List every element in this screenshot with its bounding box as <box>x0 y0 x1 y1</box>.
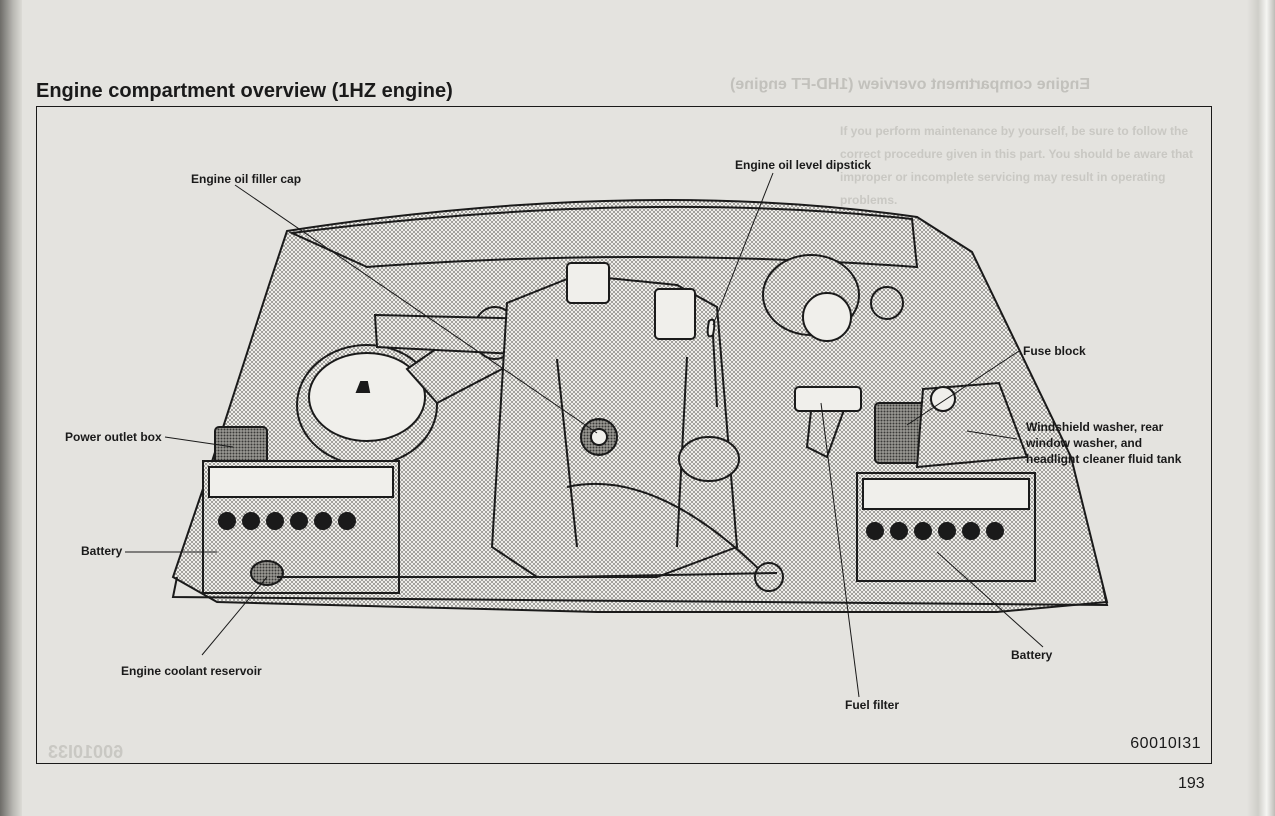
callout-power-outlet-box: Power outlet box <box>65 430 162 444</box>
callout-engine-oil-level-dipstick: Engine oil level dipstick <box>735 158 872 172</box>
callout-battery-left: Battery <box>81 544 123 558</box>
book-spine-shadow <box>0 0 22 816</box>
callout-fuel-filter: Fuel filter <box>845 698 900 712</box>
engine-block <box>490 273 739 578</box>
engine-illustration <box>125 172 1109 698</box>
callout-battery-right: Battery <box>1011 648 1053 662</box>
callout-washer-tank-line2: window washer, and <box>1026 436 1143 450</box>
page-number: 193 <box>1178 775 1205 792</box>
oil-dipstick <box>706 318 718 408</box>
callout-fuse-block: Fuse block <box>1023 344 1086 358</box>
page-title: Engine compartment overview (1HZ engine) <box>36 80 453 102</box>
coolant-reservoir-shape <box>250 560 284 586</box>
show-through-text: If you perform maintenance by yourself, … <box>840 124 1193 207</box>
page-edge <box>1247 0 1275 816</box>
callout-washer-tank-line3: headlight cleaner fluid tank <box>1026 452 1182 466</box>
callout-engine-coolant-reservoir: Engine coolant reservoir <box>121 664 262 678</box>
engine-compartment-figure: Engine oil filler cap Engine oil level d… <box>36 106 1212 764</box>
figure-code: 60010I31 <box>1130 735 1201 752</box>
callout-washer-tank-line1: Windshield washer, rear <box>1026 420 1164 434</box>
callout-washer-tank: Windshield washer, rear window washer, a… <box>1026 419 1181 467</box>
callout-engine-oil-filler-cap: Engine oil filler cap <box>191 172 302 186</box>
show-through-text: Engine compartment overview (1HD-FT engi… <box>730 76 1091 93</box>
